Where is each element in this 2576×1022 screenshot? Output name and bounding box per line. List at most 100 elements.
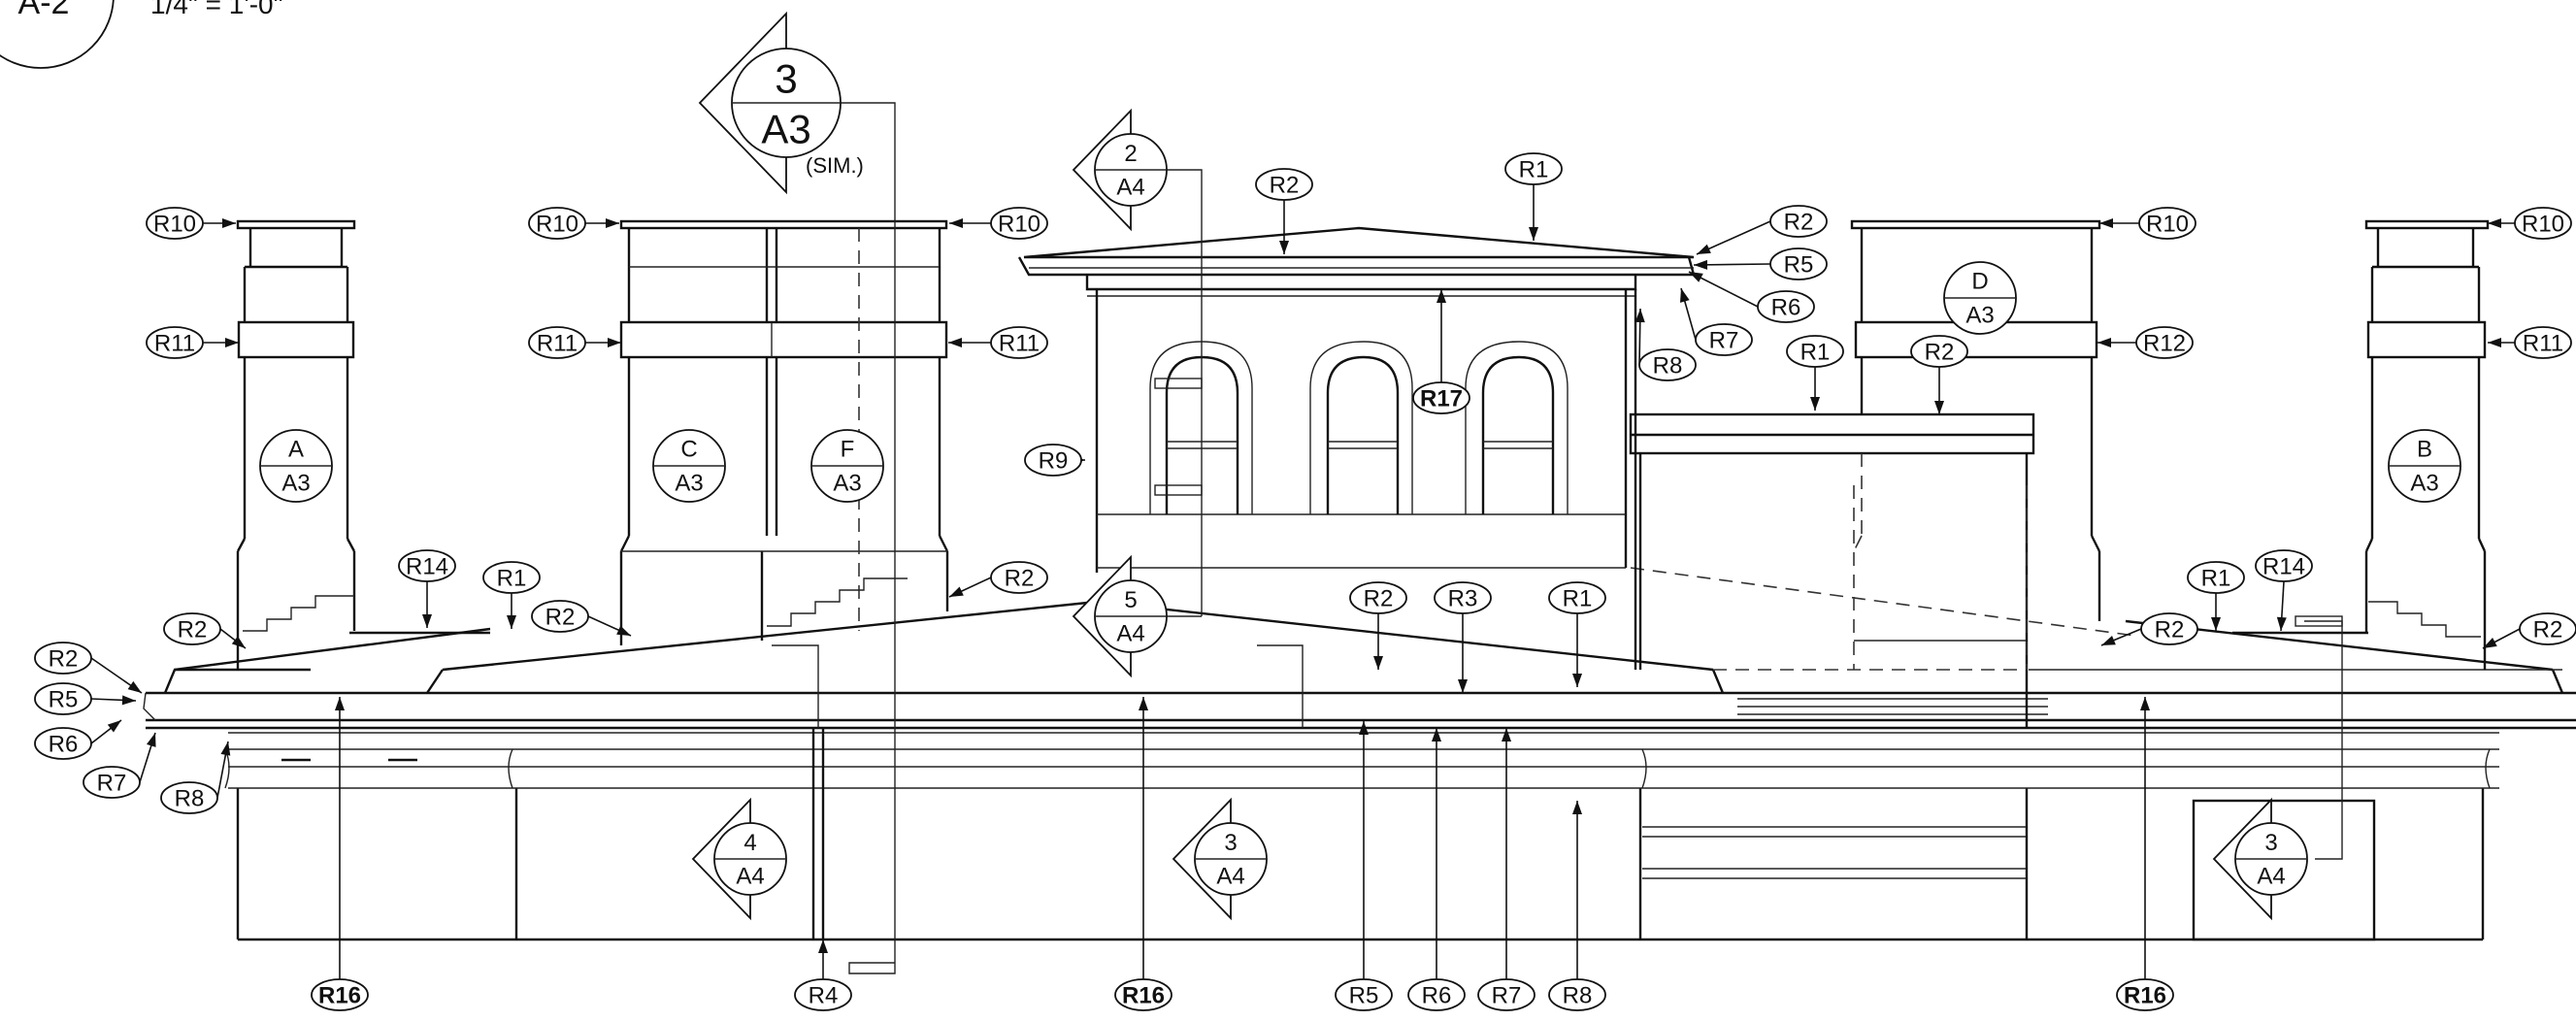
callout-tag-label: R7	[1492, 983, 1522, 1009]
section-marker-sheet: A4	[736, 863, 764, 889]
callout-tag-r10: R10	[2514, 207, 2572, 240]
callout-tag-r2: R2	[1910, 335, 1968, 368]
view-title: A-2 1/4" = 1'-0"	[0, 0, 283, 69]
callout-tag-label: R2	[49, 646, 79, 673]
section-marker-4-a4: 4A4	[691, 797, 787, 921]
callout-tag-r2: R2	[531, 600, 589, 633]
view-scale: 1/4" = 1'-0"	[150, 0, 283, 19]
callout-tag-label: R1	[1563, 586, 1593, 612]
section-marker-sheet: A4	[1116, 620, 1144, 646]
section-marker-sheet: A4	[1216, 863, 1244, 889]
section-marker-number: 5	[1124, 587, 1137, 613]
callout-tag-label: R10	[153, 212, 196, 238]
section-marker-sheet: A4	[1116, 174, 1144, 200]
dormer-window-2	[1309, 341, 1413, 514]
callout-tag-label: R6	[1771, 295, 1801, 321]
callout-tag-r1: R1	[1548, 581, 1606, 614]
section-marker-number: 4	[743, 830, 756, 856]
detail-bubble-top: C	[680, 437, 697, 463]
callout-tag-label: R7	[1709, 328, 1739, 354]
callout-tag-label: R2	[1364, 586, 1394, 612]
callout-tag-label: R1	[497, 566, 527, 592]
callout-tag-r11: R11	[2514, 326, 2572, 359]
callout-tag-r14: R14	[398, 549, 456, 582]
callout-tag-label: R6	[1422, 983, 1452, 1009]
building-elevation	[143, 102, 2576, 974]
detail-bubble-b: BA3	[2388, 429, 2461, 503]
sim-note: (SIM.)	[806, 153, 864, 178]
detail-bubble-a: AA3	[259, 429, 333, 503]
callout-tag-r1: R1	[2187, 561, 2245, 594]
view-title-bubble	[0, 0, 115, 69]
detail-bubble-sheet: A3	[1965, 303, 1994, 329]
callout-tag-r10: R10	[528, 207, 586, 240]
detail-bubble-sheet: A3	[281, 471, 310, 497]
callout-tag-r17: R17	[1412, 381, 1470, 414]
callout-tag-r14: R14	[2255, 549, 2313, 582]
callout-tag-r10: R10	[990, 207, 1048, 240]
chimney-a	[236, 219, 356, 670]
callout-tag-label: R8	[175, 786, 205, 812]
callout-tag-r1: R1	[1504, 152, 1563, 185]
leader-lines	[90, 184, 2521, 979]
callout-tag-r16: R16	[1114, 978, 1172, 1011]
callout-tag-r7: R7	[1477, 978, 1536, 1011]
cut-line	[833, 102, 896, 974]
detail-bubble-sheet: A3	[675, 471, 703, 497]
callout-tag-label: R14	[406, 554, 448, 580]
callout-tag-r4: R4	[794, 978, 852, 1011]
callout-tag-label: R5	[1349, 983, 1379, 1009]
callout-tag-label: R10	[998, 212, 1040, 238]
callout-tag-label: R5	[1784, 252, 1814, 279]
callout-tag-r2: R2	[1255, 168, 1313, 201]
section-marker-3-a4: 3A4	[2212, 797, 2308, 921]
callout-tag-r9: R9	[1024, 444, 1082, 477]
callout-tag-r7: R7	[83, 766, 141, 799]
detail-bubble-top: F	[841, 437, 855, 463]
callout-tag-r2: R2	[2519, 612, 2576, 645]
callout-tag-label: R2	[1005, 566, 1035, 592]
callout-tag-label: R5	[49, 687, 79, 713]
detail-bubble-top: D	[1971, 269, 1988, 295]
detail-bubble-sheet: A3	[833, 471, 861, 497]
callout-tag-label: R7	[97, 771, 127, 797]
chimney-d	[1850, 219, 2101, 642]
dormer-window-3	[1465, 341, 1569, 514]
callout-tag-r6: R6	[1407, 978, 1466, 1011]
callout-tag-label: R4	[809, 983, 839, 1009]
callout-tag-label: R2	[2155, 617, 2185, 643]
detail-bubble-top: B	[2417, 437, 2432, 463]
right-block	[1629, 412, 2035, 728]
callout-tag-label: R16	[2124, 983, 2166, 1009]
callout-tag-r7: R7	[1695, 323, 1753, 356]
callout-tag-r1: R1	[1786, 335, 1844, 368]
callout-tag-label: R8	[1653, 353, 1683, 379]
callout-tag-label: R11	[999, 331, 1040, 357]
callout-tag-r6: R6	[1757, 290, 1815, 323]
callout-tag-r10: R10	[146, 207, 204, 240]
callout-tag-label: R10	[2522, 212, 2564, 238]
callout-tag-label: R8	[1563, 983, 1593, 1009]
section-marker-5-a4: 5A4	[1072, 554, 1168, 678]
callout-tag-r11: R11	[528, 326, 586, 359]
detail-bubble-d: D A3	[1943, 261, 2017, 335]
section-marker-3-a4: 3A4	[1172, 797, 1268, 921]
callout-tag-label: R11	[2523, 331, 2563, 357]
callout-tag-label: R2	[1784, 210, 1814, 236]
callout-tag-label: R9	[1039, 448, 1069, 475]
callout-tag-r8: R8	[1638, 348, 1697, 381]
parapet-cornice	[143, 691, 2576, 730]
callout-tag-label: R2	[545, 605, 576, 631]
callout-tag-r2: R2	[163, 612, 221, 645]
callout-tag-r2: R2	[1349, 581, 1407, 614]
detail-bubble-f: F A3	[810, 429, 884, 503]
callout-tag-r12: R12	[2135, 326, 2194, 359]
callout-tag-label: R2	[1925, 340, 1955, 366]
cut-line-4	[2304, 620, 2343, 860]
callout-tag-r5: R5	[1335, 978, 1393, 1011]
section-marker-number: 3	[1224, 830, 1237, 856]
callout-tag-label: R10	[536, 212, 578, 238]
callout-tag-label: R2	[2533, 617, 2563, 643]
callout-tag-label: R16	[1122, 983, 1165, 1009]
